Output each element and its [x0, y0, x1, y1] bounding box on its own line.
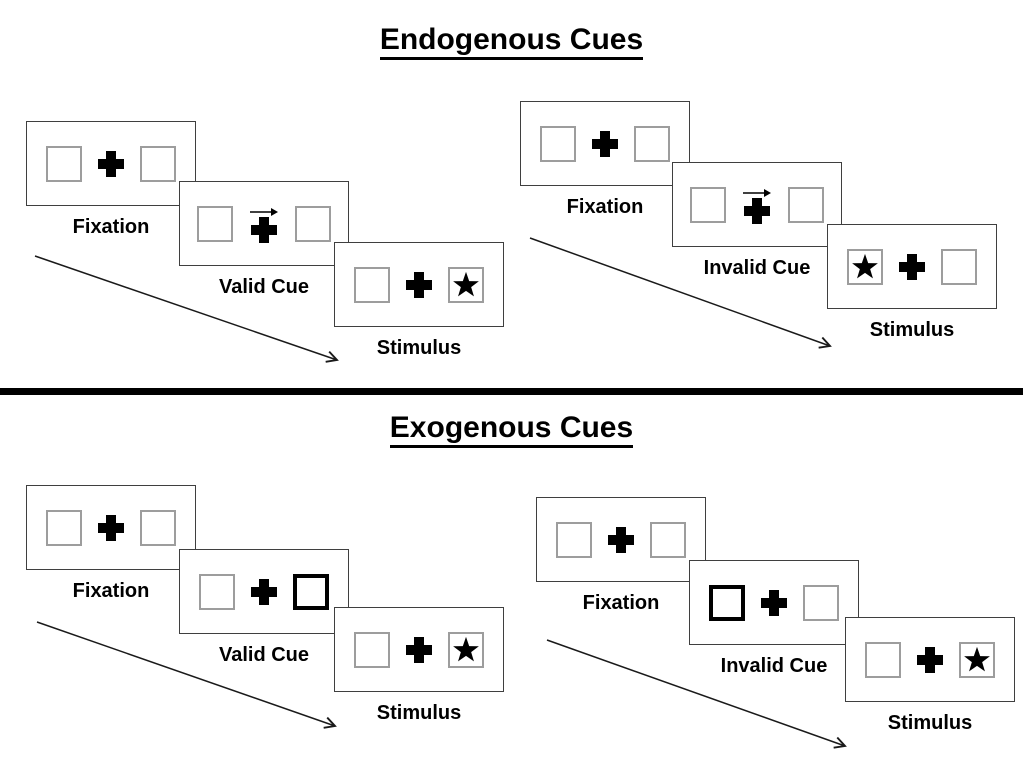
panel-center	[592, 130, 618, 157]
placeholder-box	[448, 266, 484, 303]
fixation-cross-icon	[406, 636, 432, 663]
placeholder-box	[865, 641, 901, 678]
screen-panel-stimulus	[334, 607, 504, 692]
screen-label: Fixation	[582, 592, 660, 614]
cue-box	[293, 573, 329, 610]
placeholder-box	[556, 521, 592, 558]
screen-panel-fixation	[536, 497, 706, 582]
panel-center	[608, 526, 634, 553]
screen-label: Stimulus	[376, 702, 462, 724]
fixation-cross-icon	[251, 217, 277, 243]
fixation-cross-icon	[744, 198, 770, 224]
placeholder-box	[634, 125, 670, 162]
panel-center	[406, 271, 432, 298]
section-title-text: Endogenous Cues	[379, 23, 644, 60]
placeholder-box	[448, 631, 484, 668]
fixation-cross-icon	[608, 526, 634, 553]
placeholder-box	[354, 631, 390, 668]
fixation-cross-icon	[98, 514, 124, 541]
fixation-cross-icon	[917, 646, 943, 673]
placeholder-box	[197, 205, 233, 242]
fixation-cross-icon	[899, 253, 925, 280]
panel-center	[761, 589, 787, 616]
star-icon	[964, 646, 990, 671]
placeholder-box	[46, 145, 82, 182]
placeholder-box	[46, 509, 82, 546]
placeholder-box	[295, 205, 331, 242]
fixation-cross-icon	[761, 589, 787, 616]
screen-label: Valid Cue	[218, 644, 310, 666]
placeholder-box	[690, 186, 726, 223]
screen-panel-fixation	[26, 485, 196, 570]
panel-center	[98, 514, 124, 541]
star-icon	[453, 271, 479, 296]
placeholder-box	[140, 145, 176, 182]
screen-label: Fixation	[566, 196, 644, 218]
time-sequence-arrow	[529, 237, 832, 349]
placeholder-box	[803, 584, 839, 621]
cue-box	[709, 584, 745, 621]
placeholder-box	[199, 573, 235, 610]
placeholder-box	[959, 641, 995, 678]
screen-label: Fixation	[72, 580, 150, 602]
fixation-cross-icon	[406, 271, 432, 298]
panel-center	[98, 150, 124, 177]
section-title-exogenous: Exogenous Cues	[0, 411, 1023, 448]
placeholder-box	[788, 186, 824, 223]
panel-center	[249, 204, 279, 243]
fixation-cross-icon	[98, 150, 124, 177]
placeholder-box	[847, 248, 883, 285]
panel-center	[742, 185, 772, 224]
screen-label: Stimulus	[887, 712, 973, 734]
section-title-text: Exogenous Cues	[389, 411, 634, 448]
star-icon	[852, 253, 878, 278]
panel-center	[406, 636, 432, 663]
screen-panel-stimulus	[827, 224, 997, 309]
screen-panel-stimulus	[845, 617, 1015, 702]
screen-panel-valid-cue	[179, 549, 349, 634]
panel-center	[917, 646, 943, 673]
screen-panel-invalid-cue	[689, 560, 859, 645]
screen-panel-fixation	[26, 121, 196, 206]
screen-label: Invalid Cue	[703, 257, 811, 279]
placeholder-box	[540, 125, 576, 162]
screen-label: Valid Cue	[218, 276, 310, 298]
screen-label: Fixation	[72, 216, 150, 238]
panel-center	[899, 253, 925, 280]
cue-arrow-icon	[743, 189, 771, 197]
screen-panel-valid-cue	[179, 181, 349, 266]
screen-label: Stimulus	[376, 337, 462, 359]
time-sequence-arrow	[546, 639, 847, 749]
placeholder-box	[140, 509, 176, 546]
screen-panel-invalid-cue	[672, 162, 842, 247]
section-title-endogenous: Endogenous Cues	[0, 23, 1023, 60]
time-sequence-arrow	[36, 621, 337, 729]
screen-panel-fixation	[520, 101, 690, 186]
screen-label: Invalid Cue	[720, 655, 828, 677]
placeholder-box	[354, 266, 390, 303]
time-sequence-arrow	[34, 255, 339, 363]
star-icon	[453, 636, 479, 661]
section-divider	[0, 388, 1023, 395]
placeholder-box	[941, 248, 977, 285]
panel-center	[251, 578, 277, 605]
placeholder-box	[650, 521, 686, 558]
fixation-cross-icon	[592, 130, 618, 157]
cue-arrow-icon	[250, 208, 278, 216]
screen-label: Stimulus	[869, 319, 955, 341]
screen-panel-stimulus	[334, 242, 504, 327]
fixation-cross-icon	[251, 578, 277, 605]
